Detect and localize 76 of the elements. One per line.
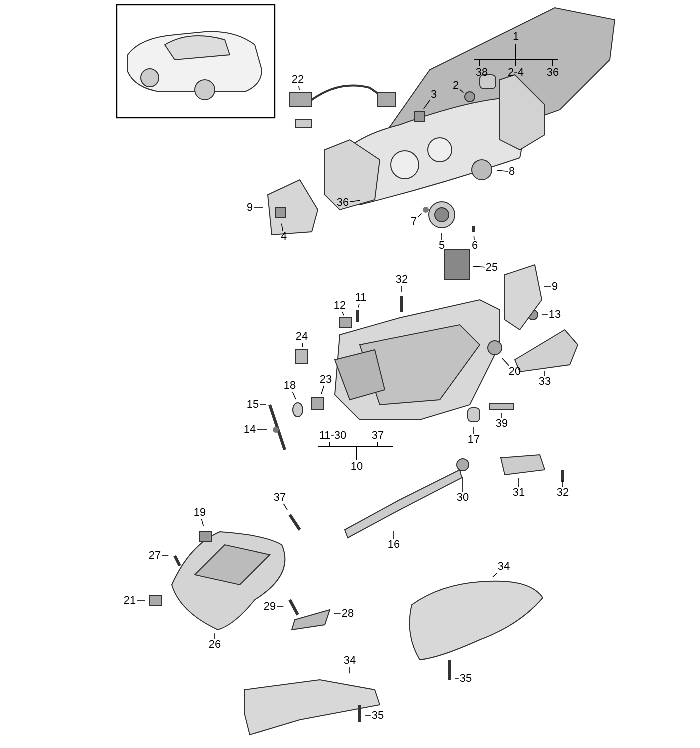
callout-number: 11 <box>354 292 368 304</box>
leader-line <box>472 266 486 268</box>
callout-number: 31 <box>512 487 526 499</box>
callout-number: 6 <box>470 240 480 252</box>
leader-line <box>342 312 344 316</box>
callout-number: 11-30 <box>318 430 348 442</box>
leader-line <box>492 572 498 578</box>
callout-number: 36 <box>336 197 350 209</box>
leader-line <box>544 370 546 376</box>
callout-number: 7 <box>410 216 418 228</box>
callout-number: 9 <box>246 202 254 214</box>
callout-number: 23 <box>318 374 334 386</box>
callout-number: 16 <box>386 539 402 551</box>
leader-line <box>502 358 510 366</box>
leader-line <box>214 633 216 640</box>
leader-line <box>292 392 296 400</box>
callout-number: 34 <box>496 561 512 573</box>
leader-line <box>302 342 304 348</box>
callout-number: 33 <box>538 376 552 388</box>
leader-line <box>460 89 464 94</box>
callout-number: 32 <box>394 274 410 286</box>
leader-line <box>518 478 520 488</box>
callout-number: 17 <box>466 434 482 446</box>
callout-number: 20 <box>508 366 522 378</box>
callout-number: 2-4 <box>507 67 525 79</box>
callout-number: 37 <box>370 430 386 442</box>
leader-line <box>562 480 564 488</box>
callout-number: 36 <box>546 67 560 79</box>
leader-line <box>544 286 552 288</box>
callout-number: 4 <box>280 231 288 243</box>
callout-number: 21 <box>122 595 138 607</box>
leader-line <box>201 518 204 527</box>
callout-number: 28 <box>340 608 356 620</box>
leader-line <box>462 476 464 492</box>
leader-line <box>321 386 324 395</box>
callout-number: 3 <box>430 89 438 101</box>
leader-line <box>424 100 430 110</box>
leader-line <box>542 314 548 316</box>
callout-number: 19 <box>192 507 208 519</box>
callout-number: 12 <box>332 300 348 312</box>
callout-number: 8 <box>508 166 516 178</box>
callout-number: 22 <box>290 74 306 86</box>
leader-line <box>474 236 475 240</box>
callout-number: 25 <box>484 262 500 274</box>
callout-number: 26 <box>208 639 222 651</box>
leader-line <box>358 304 360 308</box>
callout-number: 39 <box>494 418 510 430</box>
leader-line <box>298 86 300 91</box>
callout-number: 35 <box>458 673 474 685</box>
callout-number: 15 <box>246 399 260 411</box>
callout-number: 1 <box>512 31 520 43</box>
leader-line <box>281 223 284 232</box>
callout-number: 34 <box>342 655 358 667</box>
leader-line <box>418 213 422 218</box>
leader-line <box>496 170 508 172</box>
callout-number: 32 <box>556 487 570 499</box>
leader-line <box>283 504 288 510</box>
callout-number: 27 <box>148 550 162 562</box>
callout-number: 9 <box>550 281 560 293</box>
callout-number: 37 <box>272 492 288 504</box>
callout-number: 14 <box>242 424 258 436</box>
callout-number: 29 <box>262 601 278 613</box>
leader-line <box>276 606 284 608</box>
callout-number: 38 <box>474 67 490 79</box>
callout-number: 30 <box>456 492 470 504</box>
leader-line <box>136 600 146 602</box>
callout-number: 24 <box>294 331 310 343</box>
callout-number: 2 <box>452 80 460 92</box>
callout-number: 13 <box>548 309 562 321</box>
callout-number: 18 <box>282 380 298 392</box>
callout-number: 5 <box>438 240 446 252</box>
callout-number: 35 <box>370 710 386 722</box>
callout-number: 10 <box>350 461 364 473</box>
leader-line <box>454 678 460 680</box>
leader-line <box>260 404 266 406</box>
leader-line <box>350 200 360 202</box>
